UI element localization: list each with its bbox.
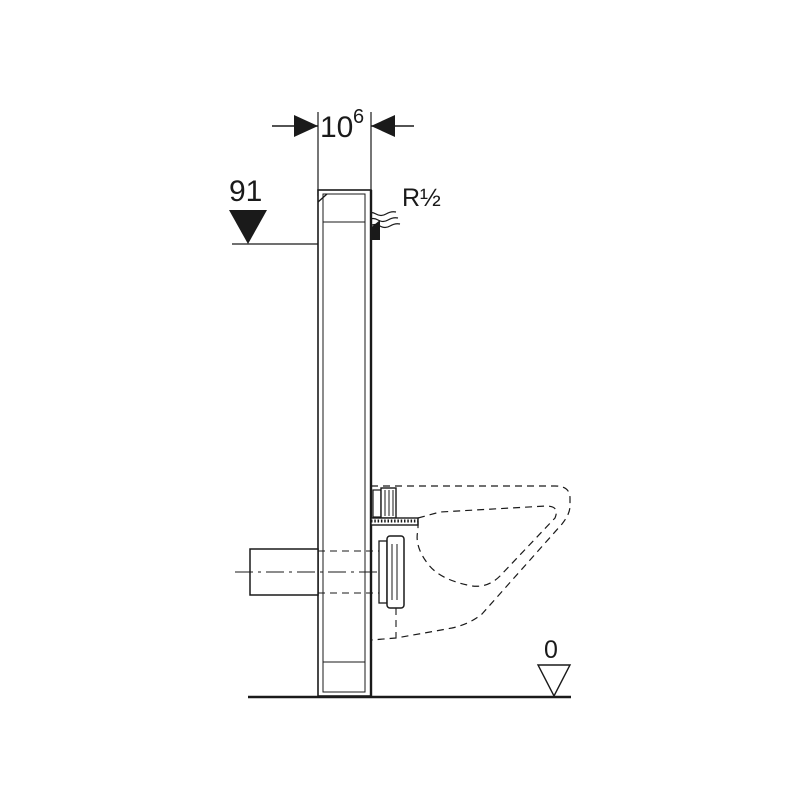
wc-bowl-outline <box>370 485 571 641</box>
level-triangle-outline-icon <box>536 664 572 698</box>
bracket-plate <box>372 489 382 518</box>
module-top-chamfer <box>317 193 328 203</box>
floor-level: 0 <box>248 636 572 699</box>
top-level-marker: 91 <box>229 175 346 245</box>
top-level-value: 91 <box>229 175 262 208</box>
sanitary-module <box>317 189 373 697</box>
drain-pipe <box>235 548 384 596</box>
wavy-line-2 <box>367 217 399 223</box>
mounting-bracket <box>370 487 419 526</box>
width-dimension: 10 6 <box>272 106 414 196</box>
module-panel-outer <box>317 189 372 697</box>
connector-flange <box>378 540 388 604</box>
module-panel-inner <box>322 193 366 693</box>
dimension-arrow-left-icon <box>371 115 395 137</box>
wc-bowl-rim <box>416 505 557 587</box>
connection-thread-label: R½ <box>402 184 441 212</box>
connector-body <box>386 535 405 609</box>
wavy-line-3 <box>369 223 401 229</box>
width-dimension-value: 10 <box>320 111 353 144</box>
floor-level-value: 0 <box>544 636 558 664</box>
drain-connector <box>378 535 405 609</box>
wc-bowl-outer <box>370 485 571 641</box>
width-dimension-superscript: 6 <box>353 106 364 128</box>
level-triangle-filled-icon <box>229 210 267 244</box>
dimension-arrow-right-icon <box>294 115 318 137</box>
